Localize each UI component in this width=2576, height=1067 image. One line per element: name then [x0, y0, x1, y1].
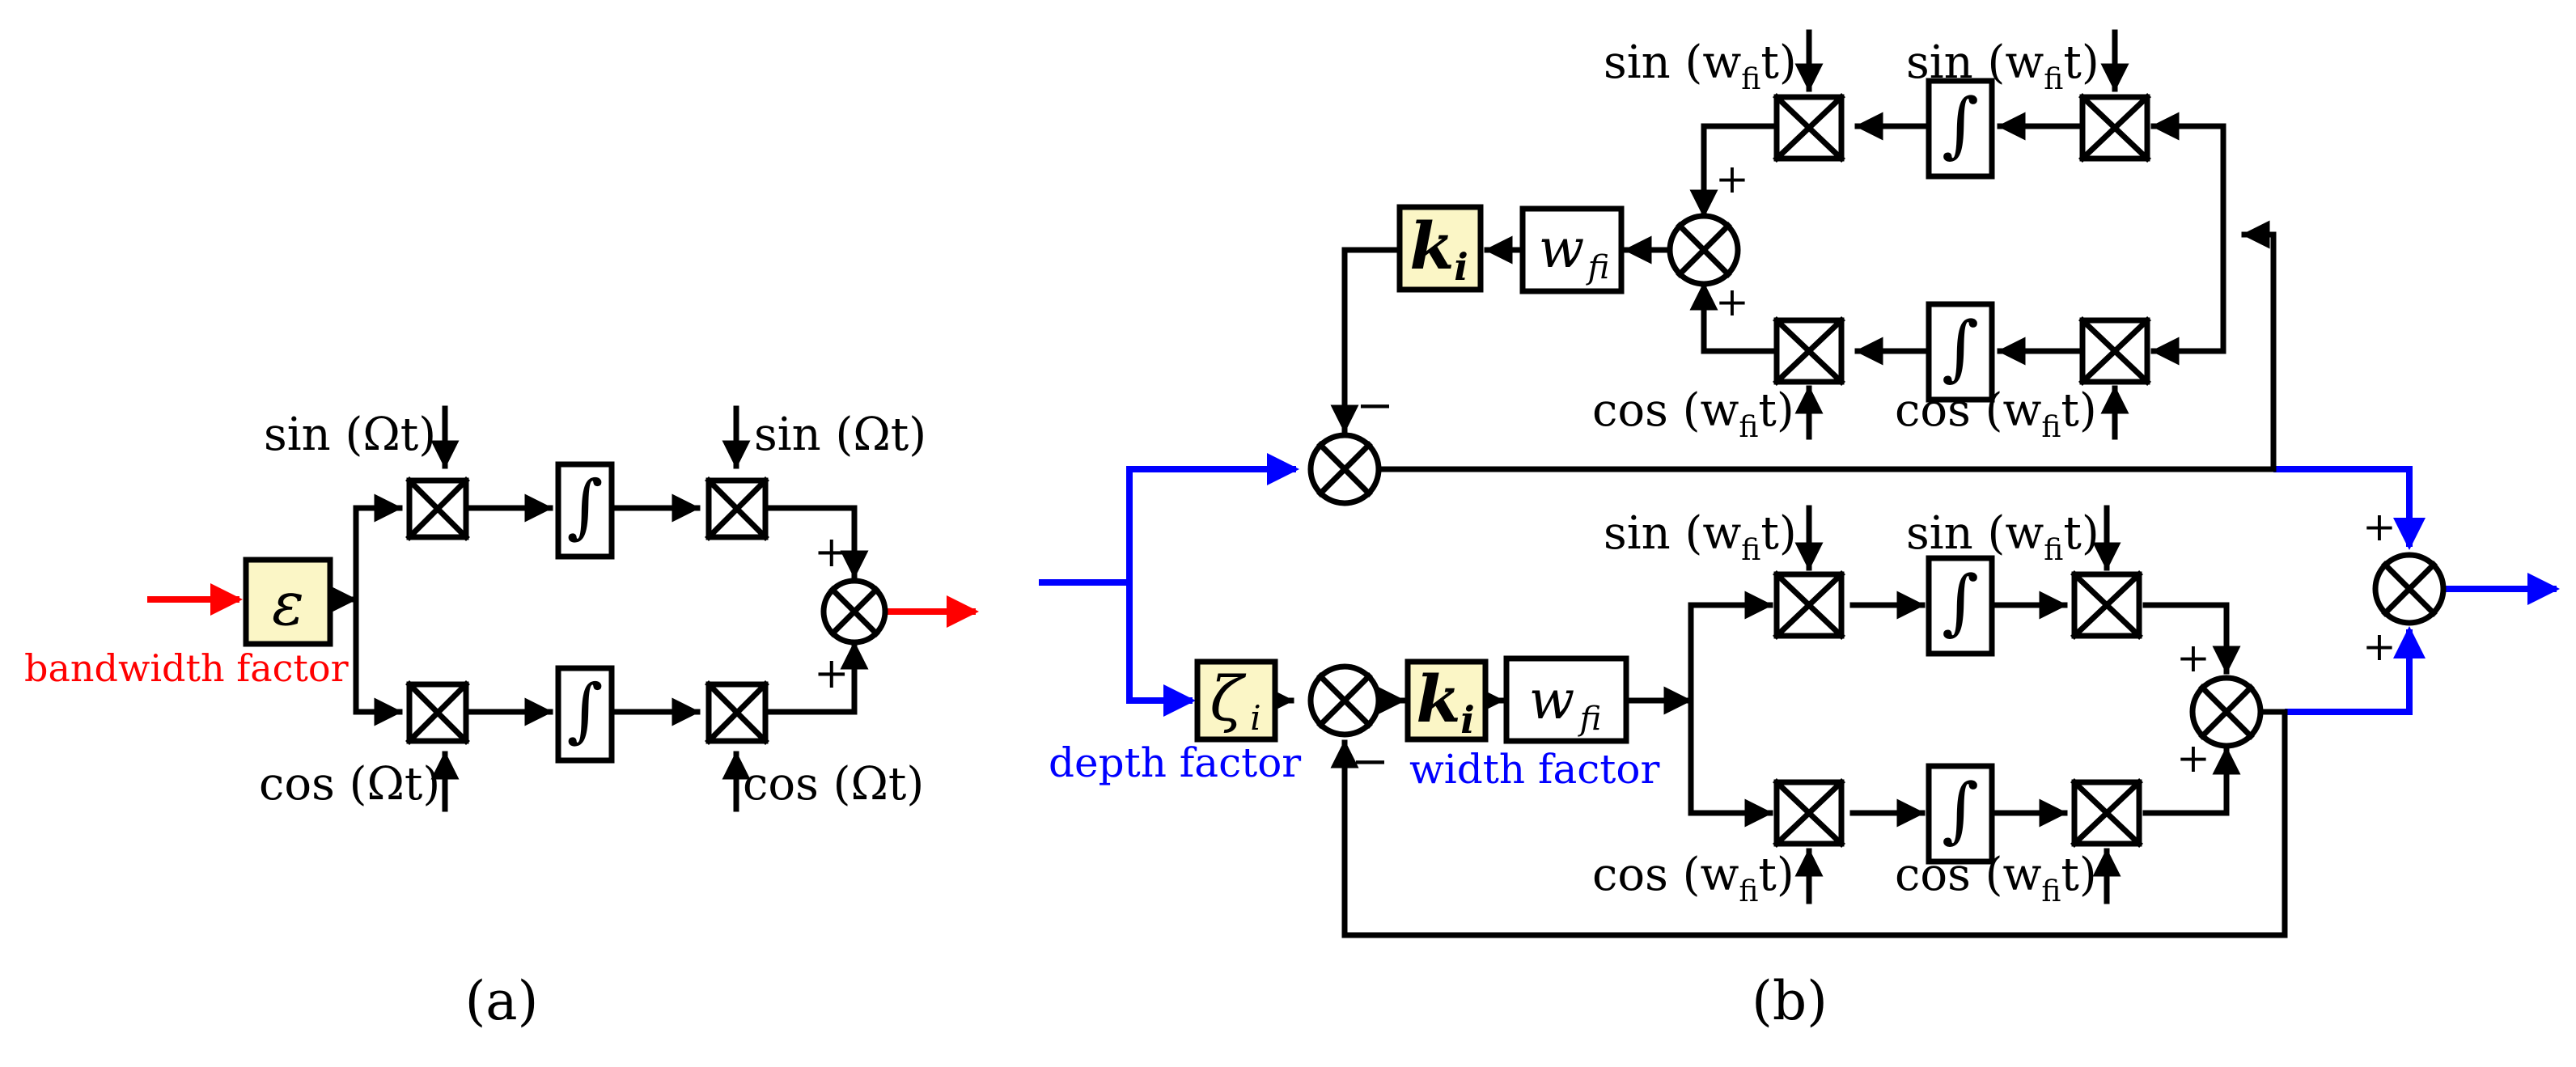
- sin-label-b-3: sin (wfit): [1604, 507, 1797, 567]
- svg-text:sin (wfit): sin (wfit): [1604, 507, 1797, 567]
- summer-b-upper: [1667, 213, 1741, 287]
- sin-label-b-4: sin (wfit): [1906, 507, 2099, 567]
- wfi-block-lower: [1503, 655, 1629, 744]
- multiplier-b-bottom-row2-left: [1773, 778, 1845, 848]
- multiplier-a-top-right: [705, 476, 769, 541]
- k-subscript-upper: i: [1454, 245, 1468, 289]
- plus-sign-b-output-top: +: [2362, 503, 2396, 550]
- svg-text:cos (wfit): cos (wfit): [1895, 384, 2097, 444]
- plus-sign-b-lower-top: +: [2176, 634, 2210, 681]
- integral-symbol-b-1: ∫: [1942, 83, 1979, 166]
- sin-label-b-2: sin (wfit): [1906, 36, 2099, 96]
- cos-label-a-right: cos (Ωt): [743, 758, 924, 811]
- k-block-lower: [1405, 658, 1489, 743]
- plus-sign-a-bottom: +: [814, 650, 849, 698]
- zeta-symbol: ζ: [1210, 663, 1246, 735]
- epsilon-symbol: ε: [272, 569, 304, 639]
- summer-b-main: [1307, 432, 1382, 506]
- w-subscript-upper: fi: [1586, 249, 1610, 286]
- svg-text:sin (wfit): sin (wfit): [1604, 36, 1797, 96]
- panel-b: ∫ ∫ ∫ ∫ k i w: [1039, 29, 2560, 1032]
- integrator-b-4: [1926, 763, 1995, 865]
- k-symbol-lower: k: [1416, 661, 1460, 737]
- w-subscript-lower: fi: [1578, 701, 1602, 738]
- integrator-b-3: [1926, 555, 1995, 657]
- integrator-b-2: [1926, 301, 1995, 403]
- bandwidth-factor-label: bandwidth factor: [24, 646, 349, 690]
- cos-label-b-3: cos (wfit): [1592, 849, 1794, 908]
- sin-label-a-left: sin (Ωt): [264, 409, 436, 461]
- wfi-block-upper: [1519, 205, 1625, 294]
- w-symbol-upper: w: [1539, 218, 1585, 280]
- summer-b-lower: [2189, 675, 2264, 749]
- multiplier-b-bottom-row-right: [2070, 570, 2143, 640]
- panel-a: ε ∫ ∫ sin (Ωt) sin (Ωt) cos (Ωt) cos: [24, 405, 979, 1032]
- panel-b-blue-wires: [1039, 453, 2560, 717]
- sin-label-b-1: sin (wfit): [1604, 36, 1797, 96]
- cos-label-b-2: cos (wfit): [1895, 384, 2097, 444]
- integral-symbol-b-4: ∫: [1942, 768, 1979, 851]
- integrator-a-bottom: [555, 665, 615, 764]
- multiplier-b-bottom-row2-right: [2070, 778, 2143, 848]
- svg-text:sin (wfit): sin (wfit): [1906, 36, 2099, 96]
- multiplier-a-bottom-right: [705, 680, 769, 745]
- plus-sign-a-top: +: [814, 528, 849, 577]
- w-symbol-lower: w: [1529, 669, 1575, 731]
- k-block-upper: [1396, 204, 1484, 293]
- summer-b-feedback: [1307, 663, 1382, 738]
- summer-b-output: [2372, 552, 2447, 626]
- depth-factor-label: depth factor: [1049, 739, 1301, 786]
- k-subscript-lower: i: [1460, 698, 1474, 742]
- integrator-b-1: [1926, 78, 1995, 180]
- plus-sign-b-upper-bottom: +: [1715, 278, 1749, 325]
- caption-b: (b): [1752, 970, 1828, 1032]
- multiplier-b-bottom-row-left: [1773, 570, 1845, 640]
- width-factor-label: width factor: [1409, 746, 1659, 793]
- multiplier-a-bottom-left: [405, 680, 470, 745]
- multiplier-a-top-left: [405, 476, 470, 541]
- svg-text:cos (wfit): cos (wfit): [1592, 384, 1794, 444]
- plus-sign-b-upper-top: +: [1715, 155, 1749, 202]
- minus-sign-b-main: −: [1356, 379, 1394, 432]
- minus-sign-b-feedback: −: [1351, 735, 1389, 788]
- zeta-subscript: i: [1250, 698, 1260, 738]
- plus-sign-b-output-bottom: +: [2362, 623, 2396, 670]
- multiplier-b-top-row2-left: [1773, 316, 1845, 386]
- panel-a-wires: [147, 405, 979, 812]
- k-symbol-upper: k: [1409, 208, 1454, 284]
- svg-text:cos (wfit): cos (wfit): [1592, 849, 1794, 908]
- cos-label-b-1: cos (wfit): [1592, 384, 1794, 444]
- integral-symbol-b-2: ∫: [1942, 306, 1979, 389]
- integral-symbol-a-top: ∫: [567, 466, 604, 547]
- integrator-a-top: [555, 461, 615, 560]
- sin-label-a-right: sin (Ωt): [754, 409, 926, 461]
- svg-text:cos (wfit): cos (wfit): [1895, 849, 2097, 908]
- multiplier-b-top-row-right: [2078, 93, 2151, 163]
- multiplier-b-top-row-left: [1773, 93, 1845, 163]
- epsilon-block: [243, 557, 333, 647]
- plus-sign-b-lower-bottom: +: [2176, 735, 2210, 781]
- cos-label-b-4: cos (wfit): [1895, 849, 2097, 908]
- summer-a: [820, 578, 888, 646]
- integral-symbol-b-3: ∫: [1942, 560, 1979, 643]
- caption-a: (a): [465, 970, 539, 1032]
- cos-label-a-left: cos (Ωt): [259, 758, 440, 811]
- zeta-block: [1194, 658, 1278, 743]
- svg-text:sin (wfit): sin (wfit): [1906, 507, 2099, 567]
- integral-symbol-a-bottom: ∫: [567, 670, 604, 751]
- multiplier-b-top-row2-right: [2078, 316, 2151, 386]
- panel-b-black-wires: [1265, 29, 2288, 938]
